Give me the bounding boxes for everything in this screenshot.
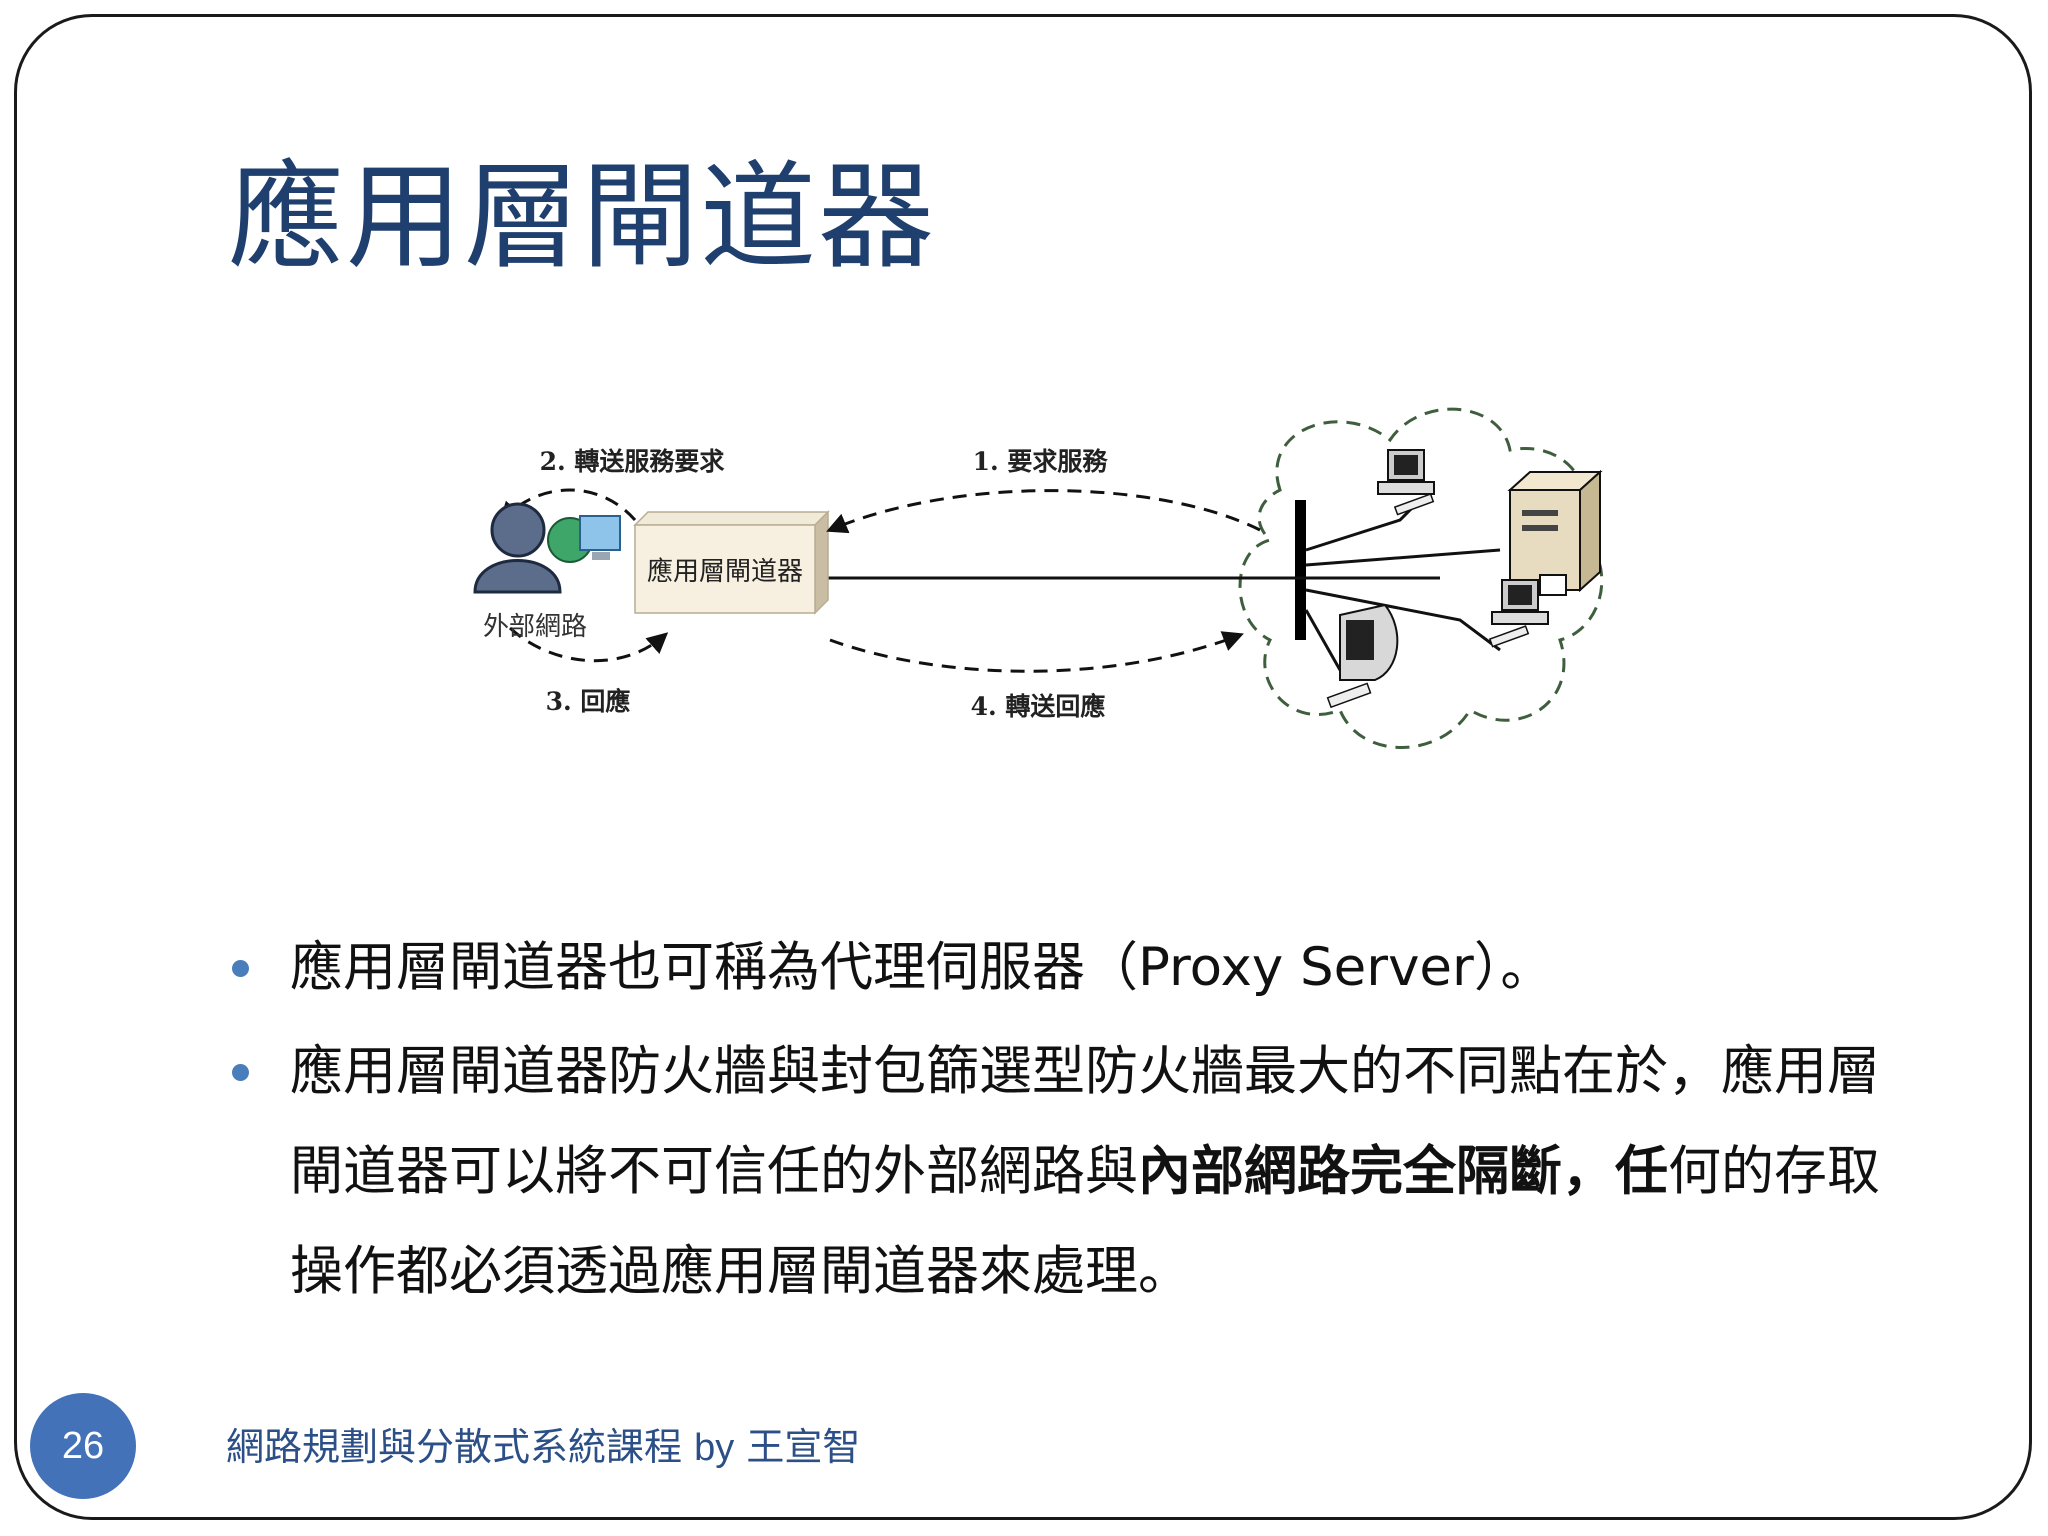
bullet-dot <box>232 960 249 977</box>
internal-computer-icon-2 <box>1488 579 1549 648</box>
page-number-badge: 26 <box>30 1393 136 1499</box>
network-diagram: 應用層閘道器 外部網路 2. 轉送服務要求 1. 要求服務 3. 回應 4. 轉… <box>473 407 1604 749</box>
external-user-icon <box>473 502 562 594</box>
bullet-text-2-start: 應用層閘道器防火牆與封包篩選型防火牆最大的不同點在於，應用層閘道器可以將不可信任… <box>290 1041 1880 1202</box>
bullet-dot <box>232 1064 249 1081</box>
page-number: 26 <box>61 1424 105 1467</box>
internal-network-cloud <box>1238 407 1604 749</box>
flow-step3-curve <box>508 626 669 663</box>
step1-label: 1. 要求服務 <box>973 447 1109 476</box>
server-tower-icon <box>1507 469 1603 596</box>
flow-step1-curve <box>826 489 1261 534</box>
flow-step2-curve <box>499 488 637 524</box>
gateway-box <box>633 510 830 615</box>
bullet-text-1: 應用層閘道器也可稱為代理伺服器（Proxy Server）。 <box>290 937 1554 998</box>
footer-text: 網路規劃與分散式系統課程 by 王宣智 <box>226 1416 860 1471</box>
flow-step4-curve <box>829 631 1244 673</box>
monitor-icon <box>579 515 621 560</box>
step4-label: 4. 轉送回應 <box>971 692 1106 721</box>
bullet-item-2: 應用層閘道器防火牆與封包篩選型防火牆最大的不同點在於，應用層閘道器可以將不可信任… <box>228 1022 1918 1322</box>
footer-author: 王宣智 <box>746 1425 861 1469</box>
gateway-label: 應用層閘道器 <box>647 557 803 587</box>
slide-frame <box>14 14 2032 1520</box>
footer-course: 網路規劃與分散式系統課程 <box>226 1425 683 1469</box>
step2-label: 2. 轉送服務要求 <box>540 447 725 476</box>
bullet-list: 應用層閘道器也可稱為代理伺服器（Proxy Server）。 應用層閘道器防火牆… <box>228 918 1918 1322</box>
bullet-item-1: 應用層閘道器也可稱為代理伺服器（Proxy Server）。 <box>228 918 1918 1018</box>
step3-label: 3. 回應 <box>546 687 631 716</box>
internal-computer-icon-1 <box>1377 449 1435 516</box>
slide-title: 應用層閘道器 <box>228 150 936 285</box>
branch-lines <box>1304 498 1501 671</box>
network-backbone <box>1295 500 1306 640</box>
internal-monitor-icon <box>1326 603 1399 709</box>
external-network-label: 外部網路 <box>483 612 587 642</box>
bullet-text-2-bold: 內部網路完全隔斷，任 <box>1138 1141 1668 1202</box>
footer-by: by <box>694 1427 735 1469</box>
bullet-text-2-end: 何的存取操作都必須透過應用層閘道器來處理。 <box>290 1141 1880 1302</box>
